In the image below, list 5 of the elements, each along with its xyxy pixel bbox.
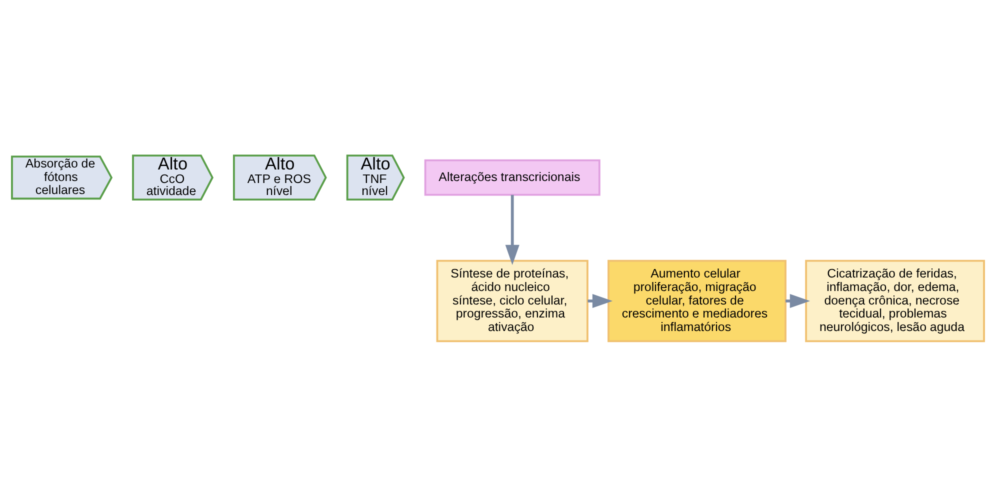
node-box: Aumento celular proliferação, migração celular, fatores de crescimento e mediadores inflamatórios (608, 259, 786, 342)
node-box: Alterações transcricionais (424, 158, 600, 196)
node-box: Síntese de proteínas, ácido nucleico síntese, ciclo celular, progressão, enzima ativação (436, 259, 588, 342)
arrow (505, 194, 520, 265)
node-box: Cicatrização de feridas, inflamação, dor, edema, doença crônica, necrose tecidual, problemas neurológicos, lesão aguda (805, 259, 985, 342)
